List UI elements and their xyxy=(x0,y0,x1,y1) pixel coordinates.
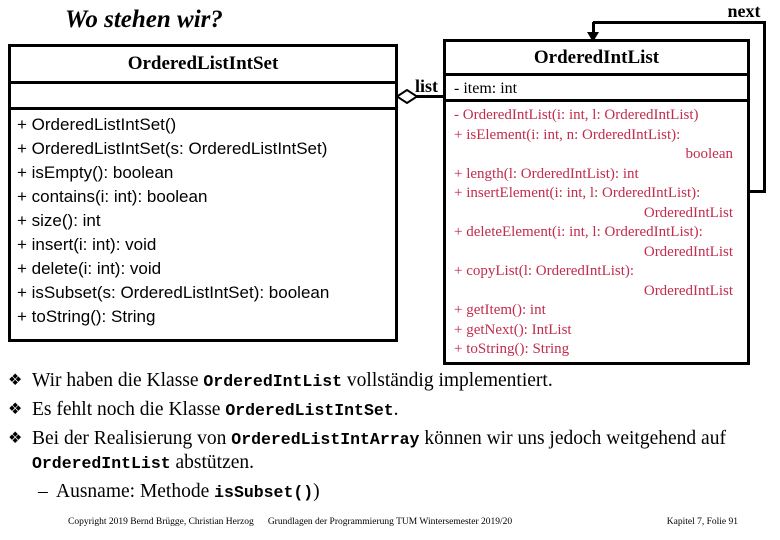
next-association-line-stub xyxy=(592,22,595,33)
bullet-list: ❖ Wir haben die Klasse OrderedIntList vol… xyxy=(8,369,774,509)
uml-method: + length(l: OrderedIntList): int xyxy=(454,165,639,182)
uml-method: + size(): int xyxy=(17,211,101,230)
uml-method: + isSubset(s: OrderedListIntSet): boolea… xyxy=(17,283,330,302)
left-class-methods: + OrderedListIntSet() + OrderedListIntSet… xyxy=(11,110,395,329)
diamond-bullet-icon: ❖ xyxy=(8,372,23,389)
uml-method: + toString(): String xyxy=(454,341,570,357)
uml-method: + deleteElement(i: int, l: OrderedIntLis… xyxy=(454,224,703,240)
arrowhead-down-icon xyxy=(587,32,599,42)
diamond-bullet-icon: ❖ xyxy=(8,401,23,418)
uml-method: - OrderedIntList(i: int, l: OrderedIntLi… xyxy=(454,107,699,123)
footer-slide-number: Kapitel 7, Folie 91 xyxy=(666,517,738,527)
next-association-line-right xyxy=(763,21,766,193)
slide-title: Wo stehen wir? xyxy=(65,6,223,33)
class-name: OrderedIntList xyxy=(446,42,747,76)
bullet-text: Wir haben die Klasse OrderedIntList voll… xyxy=(32,370,553,391)
uml-method: + copyList(l: OrderedIntList): xyxy=(454,263,635,279)
uml-method: + delete(i: int): void xyxy=(17,259,162,278)
diamond-bullet-icon: ❖ xyxy=(8,430,23,447)
uml-method: + OrderedListIntSet() xyxy=(17,115,177,134)
uml-method: + OrderedListIntSet(s: OrderedListIntSet… xyxy=(17,139,328,158)
class-name: OrderedListIntSet xyxy=(11,47,395,84)
next-association-label: next xyxy=(727,1,761,21)
uml-method: + contains(i: int): boolean xyxy=(17,187,208,206)
uml-method: + getItem(): int xyxy=(454,302,546,318)
bullet-item: ❖ Bei der Realisierung von OrderedListInt… xyxy=(8,427,774,475)
bullet-text: Ausname: Methode isSubset()) xyxy=(56,481,320,502)
next-association-line-top xyxy=(593,21,766,24)
uml-method: + isEmpty(): boolean xyxy=(17,163,174,182)
next-association-line-bottom xyxy=(750,190,766,193)
footer-copyright: Copyright 2019 Bernd Brügge, Christian H… xyxy=(68,517,254,527)
bullet-item: ❖ Es fehlt noch die Klasse OrderedListInt… xyxy=(8,398,774,422)
uml-method: OrderedIntList xyxy=(643,282,733,299)
right-class-methods: - OrderedIntList(i: int, l: OrderedIntLi… xyxy=(446,102,747,360)
sub-bullet-item: –Ausname: Methode isSubset()) xyxy=(38,480,774,504)
uml-method: + isElement(i: int, n: OrderedIntList): xyxy=(454,126,681,143)
uml-method: boolean xyxy=(685,146,733,162)
list-association-line xyxy=(398,95,443,98)
right-class-attributes: - item: int xyxy=(446,76,747,102)
uml-method: + insertElement(i: int, l: OrderedIntLis… xyxy=(454,185,701,201)
uml-method: + toString(): String xyxy=(17,307,156,326)
uml-method: + getNext(): IntList xyxy=(454,321,572,338)
aggregation-diamond-icon xyxy=(395,88,419,109)
bullet-text: Bei der Realisierung von OrderedListIntA… xyxy=(32,428,726,473)
bullet-item: ❖ Wir haben die Klasse OrderedIntList vol… xyxy=(8,369,774,393)
class-box-orderedlistintset: OrderedListIntSet + OrderedListIntSet()+… xyxy=(8,44,398,342)
dash-bullet-icon: – xyxy=(38,481,48,502)
uml-method: + insert(i: int): void xyxy=(17,235,157,254)
class-box-orderedintlist: OrderedIntList - item: int - OrderedIntL… xyxy=(443,39,750,365)
left-class-attributes xyxy=(11,84,395,110)
uml-method: OrderedIntList xyxy=(643,204,733,221)
uml-method: OrderedIntList xyxy=(643,243,733,260)
footer-course: Grundlagen der Programmierung TUM Winter… xyxy=(267,517,513,527)
list-association-label: list xyxy=(415,76,439,96)
bullet-text: Es fehlt noch die Klasse OrderedListIntS… xyxy=(32,399,399,420)
footer: Copyright 2019 Bernd Brügge, Christian H… xyxy=(0,515,780,535)
